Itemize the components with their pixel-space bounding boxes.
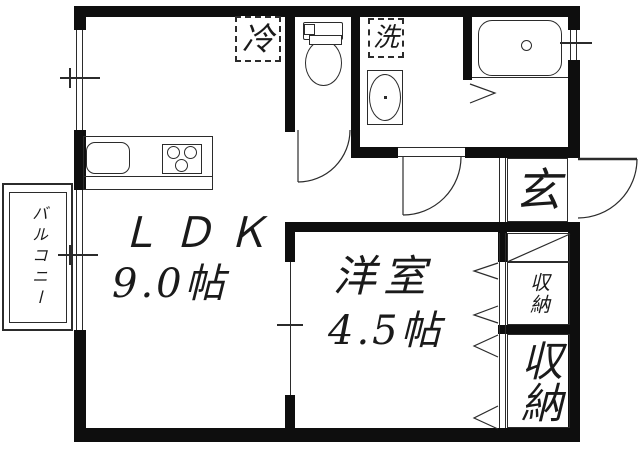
- bath-window-pane: [576, 30, 577, 60]
- closet-folding-door-icon: [472, 305, 499, 324]
- wall-closet-stub: [498, 222, 507, 262]
- basin-counter: [367, 70, 403, 125]
- wall-toilet-right: [351, 17, 360, 158]
- wash-basin-icon: [369, 74, 401, 121]
- balcony-door-tick: [69, 245, 71, 265]
- room-partition-line: [290, 262, 291, 395]
- wall-divider-stub-bottom: [285, 395, 295, 428]
- closet-folding-door-icon: [472, 334, 499, 358]
- balcony-outline: [2, 183, 73, 331]
- ldk-size-label: 9.0帖: [112, 261, 228, 307]
- kitchen-sink-icon: [86, 142, 130, 174]
- storage-upper-label: 収納: [526, 271, 551, 316]
- balcony-area: バルコニー: [9, 192, 67, 323]
- toilet-handle-icon: [304, 24, 315, 35]
- bath-window-opening: [568, 30, 580, 60]
- entrance-area: 玄: [507, 158, 568, 222]
- genkan-step-line: [505, 158, 506, 222]
- stove-burner-icon: [167, 146, 180, 159]
- bathtub-icon: [478, 20, 562, 76]
- washing-machine-spot: 洗: [368, 18, 404, 58]
- wall-bath-left: [463, 17, 472, 80]
- wall-hall-bottom: [285, 222, 570, 232]
- toilet-bowl-icon: [305, 40, 342, 86]
- wall-washroom-bottom: [358, 147, 580, 158]
- bath-folding-door-icon: [469, 83, 497, 104]
- storage-upper-area: 収納: [507, 262, 570, 325]
- washing-machine-label: 洗: [372, 23, 399, 53]
- refrigerator-spot: 冷: [235, 16, 281, 62]
- balcony-door-pane: [76, 190, 77, 330]
- genkan-step-line: [499, 158, 500, 222]
- wall-toilet-left: [285, 17, 295, 132]
- storage-lower-area: 収納: [507, 334, 570, 428]
- bathtub-drain-icon: [521, 40, 532, 51]
- basin-drain-dot: [384, 96, 387, 99]
- balcony-door-opening: [74, 190, 86, 330]
- stove-burner-icon: [175, 159, 188, 172]
- wall-top: [74, 6, 580, 17]
- toilet-lid-icon: [309, 35, 342, 45]
- storage-lower-label: 収納: [514, 339, 564, 423]
- toilet-door-arc: [297, 129, 351, 183]
- entrance-label: 玄: [514, 163, 561, 217]
- refrigerator-label: 冷: [241, 20, 274, 58]
- entrance-door-arc: [577, 158, 638, 219]
- kitchen-window-pane: [82, 30, 83, 130]
- wall-closet-divider: [498, 325, 580, 334]
- wall-bottom: [74, 428, 580, 442]
- kitchen-window-pane: [76, 30, 77, 130]
- western-room-label: 洋室: [333, 252, 433, 302]
- closet-door-track: [499, 233, 500, 428]
- kitchen-window-tick: [69, 68, 71, 88]
- kitchen-window-tick: [60, 77, 100, 79]
- washroom-door-opening: [398, 147, 465, 158]
- balcony-door-tick: [58, 254, 98, 256]
- western-room-size-label: 4.5帖: [328, 308, 444, 354]
- balcony-label: バルコニー: [29, 205, 48, 310]
- stove-icon: [162, 144, 202, 174]
- closet-folding-door-icon: [472, 405, 499, 430]
- bathtub-edge-line: [472, 77, 568, 78]
- room-partition-tick: [277, 324, 303, 326]
- washroom-door-threshold: [398, 147, 465, 148]
- stove-burner-icon: [184, 146, 197, 159]
- wall-right-upper: [568, 6, 580, 158]
- kitchen-counter-edge: [83, 176, 213, 177]
- washroom-door-threshold: [398, 156, 465, 157]
- closet-folding-door-icon: [472, 262, 499, 280]
- wall-divider-stub-top: [285, 222, 295, 262]
- kitchen-window-opening: [74, 30, 86, 130]
- bath-window-pane: [570, 30, 571, 60]
- balcony-door-pane: [82, 190, 83, 330]
- entrance-step-box: [507, 233, 570, 262]
- washroom-door-arc: [402, 156, 462, 216]
- kitchen-counter: [83, 136, 213, 190]
- ldk-label: ＬＤＫ: [118, 208, 281, 257]
- bath-window-tick: [560, 42, 592, 44]
- closet-door-track: [505, 233, 506, 428]
